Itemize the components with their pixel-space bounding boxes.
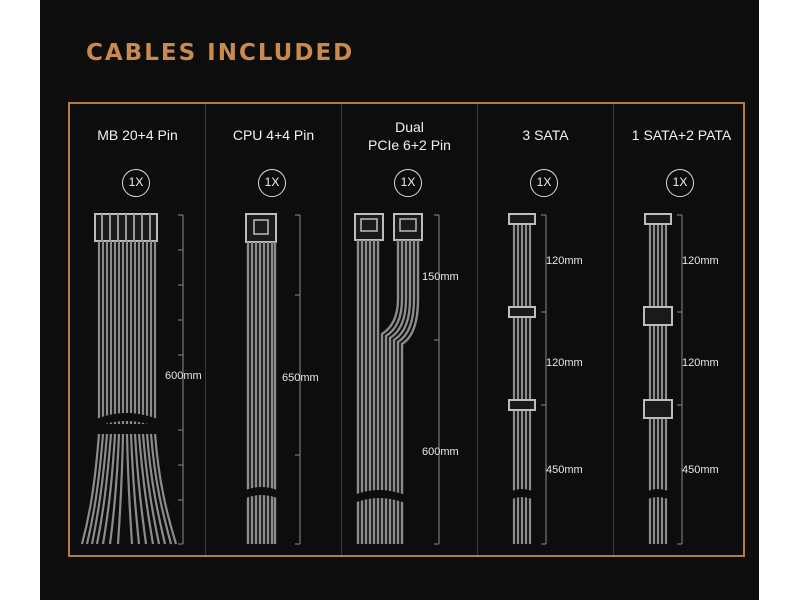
length-label: 120mm (682, 357, 719, 369)
cables-panel: CABLES INCLUDED MB 20+4 Pin 1X (40, 0, 759, 600)
length-label: 450mm (682, 464, 719, 476)
cable-name: MB 20+4 Pin (97, 127, 178, 143)
cable-column-sata-pata: 1 SATA+2 PATA 1X 120mm 120mm (614, 104, 749, 555)
length-label: 450mm (546, 464, 583, 476)
quantity-badge: 1X (530, 169, 558, 197)
cables-frame: MB 20+4 Pin 1X (68, 102, 745, 557)
cable-name: Dual PCIe 6+2 Pin (368, 119, 451, 153)
cable-column-mb: MB 20+4 Pin 1X (70, 104, 205, 555)
quantity-badge: 1X (258, 169, 286, 197)
column-divider (613, 104, 614, 555)
cpu-cable-icon (242, 213, 301, 545)
quantity-badge: 1X (122, 169, 150, 197)
cable-column-pcie: Dual PCIe 6+2 Pin 1X (342, 104, 477, 555)
cable-name: 1 SATA+2 PATA (631, 127, 732, 143)
sata-pata-cable-icon (642, 213, 683, 545)
column-divider (341, 104, 342, 555)
mb-cable-icon (80, 213, 184, 545)
cable-name: 3 SATA (522, 127, 569, 143)
cable-column-sata: 3 SATA 1X 120mm 120mm 45 (478, 104, 613, 555)
quantity-badge: 1X (666, 169, 694, 197)
length-label: 120mm (546, 357, 583, 369)
pcie-cable-icon (352, 213, 440, 545)
length-label: 150mm (422, 271, 459, 283)
cable-name: CPU 4+4 Pin (232, 127, 315, 143)
quantity-badge: 1X (394, 169, 422, 197)
sata-cable-icon (506, 213, 547, 545)
column-divider (477, 104, 478, 555)
length-label: 600mm (165, 370, 202, 382)
column-divider (205, 104, 206, 555)
cable-column-cpu: CPU 4+4 Pin 1X 650mm (206, 104, 341, 555)
length-label: 650mm (282, 372, 319, 384)
section-title: CABLES INCLUDED (86, 40, 355, 66)
length-label: 120mm (546, 255, 583, 267)
length-label: 600mm (422, 446, 459, 458)
length-label: 120mm (682, 255, 719, 267)
